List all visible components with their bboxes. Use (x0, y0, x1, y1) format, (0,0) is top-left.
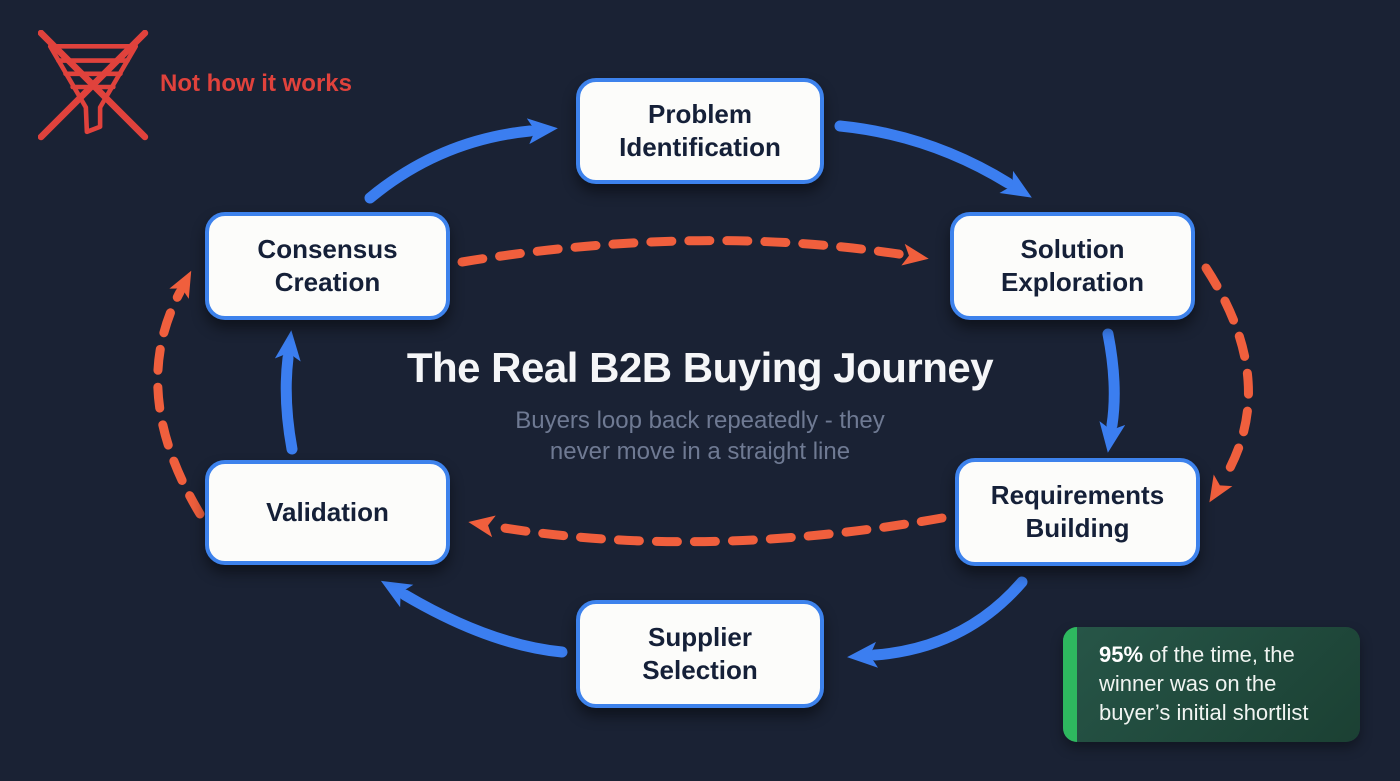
arrow-solution-to-requirements (1099, 328, 1126, 453)
stage-label-line2: Selection (642, 655, 758, 685)
title-block: The Real B2B Buying Journey Buyers loop … (300, 344, 1100, 467)
stage-label-line1: Consensus (257, 233, 398, 264)
shortlist-stat-callout: 95% of the time, the winner was on the b… (1063, 627, 1360, 742)
arrow-requirements-to-supplier (847, 576, 1028, 668)
stage-consensus-creation: Consensus Creation (205, 212, 450, 320)
stage-validation: Validation (205, 460, 450, 565)
stage-label-line1: Requirements (990, 479, 1165, 510)
callout-rest: of the time, the winner was on the buyer… (1099, 642, 1309, 726)
page-title: The Real B2B Buying Journey (406, 344, 994, 391)
stage-problem-identification: Problem Identification (576, 78, 824, 184)
stage-label-line2: Creation (274, 267, 381, 297)
no-funnel-icon (37, 29, 150, 142)
stage-label-line1: Problem (647, 98, 753, 129)
arrow-validation-to-consensus (274, 330, 301, 455)
callout-stat: 95% (1099, 642, 1144, 667)
stage-label-line2: Identification (619, 132, 781, 162)
page-subtitle: Buyers loop back repeatedly - they never… (300, 405, 1100, 467)
stage-label-line1: Solution (1020, 233, 1125, 264)
stage-solution-exploration: Solution Exploration (950, 212, 1195, 320)
arrow-problem-to-solution (834, 120, 1032, 198)
stage-label-line1: Supplier (647, 621, 752, 652)
loopback-requirements-to-validation (468, 513, 947, 547)
callout-text: 95% of the time, the winner was on the b… (1077, 627, 1360, 742)
loopback-solution-to-requirements (1201, 263, 1253, 503)
loopback-validation-to-consensus (153, 270, 205, 519)
stage-supplier-selection: Supplier Selection (576, 600, 824, 708)
stage-label-line2: Exploration (1000, 267, 1144, 297)
loopback-consensus-to-solution (457, 236, 929, 267)
stage-requirements-building: Requirements Building (955, 458, 1200, 566)
callout-accent-bar (1063, 627, 1077, 742)
subtitle-line2: never move in a straight line (549, 438, 851, 466)
stage-label-line1: Validation (266, 496, 389, 527)
arrow-consensus-to-problem (364, 118, 558, 204)
arrow-supplier-to-validation (380, 580, 568, 658)
subtitle-line1: Buyers loop back repeatedly - they (515, 407, 885, 434)
not-how-it-works-label: Not how it works (160, 70, 352, 97)
stage-label-line2: Building (1025, 513, 1130, 543)
